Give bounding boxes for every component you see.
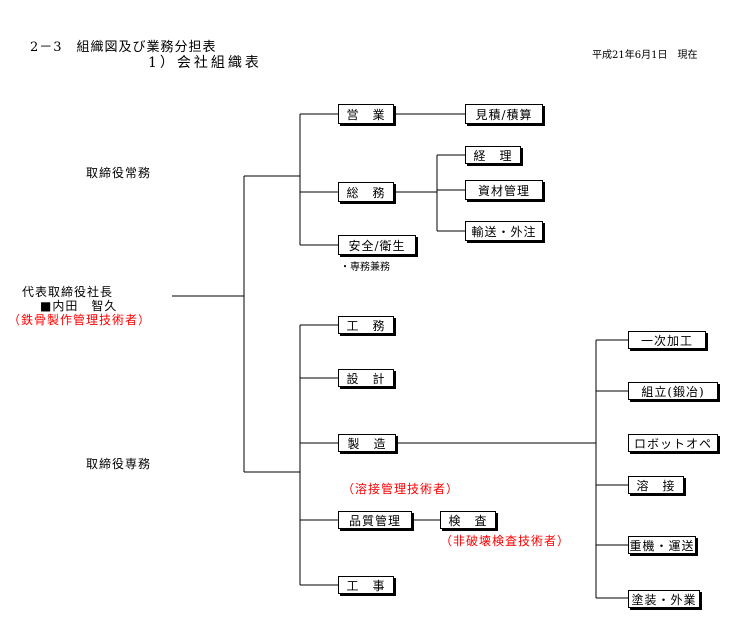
box-design: 設 計 — [338, 369, 394, 387]
ndt-engineer-note: （非破壊検査技術者） — [440, 534, 571, 548]
section-title: 2－3 組織図及び業務分担表 — [30, 40, 217, 55]
box-accounting: 経 理 — [465, 146, 521, 164]
managing-director-label: 取締役常務 — [86, 166, 152, 180]
box-transport: 輸送・外注 — [465, 221, 543, 241]
box-manufacturing: 製 造 — [338, 434, 396, 452]
president-qualification: （鉄骨製作管理技術者） — [8, 313, 152, 327]
president-name: ■内田 智久 — [40, 299, 118, 313]
president-title: 代表取締役社長 — [22, 285, 114, 299]
chart-subtitle: 1）会社組織表 — [148, 55, 262, 71]
welding-engineer-note: （溶接管理技術者） — [342, 482, 460, 496]
box-robot-operator: ロボットオペ — [628, 434, 718, 452]
box-safety: 安全/衛生 — [338, 235, 416, 255]
safety-note: ・専務兼務 — [340, 262, 390, 273]
box-estimate: 見積/積算 — [465, 104, 543, 124]
box-general-affairs: 総 務 — [338, 182, 394, 202]
box-welding: 溶 接 — [628, 476, 684, 494]
box-painting: 塗装・外業 — [628, 590, 700, 608]
box-materials: 資材管理 — [465, 180, 543, 200]
as-of-date: 平成21年6月1日 現在 — [592, 50, 698, 61]
box-heavy-transport: 重機・運送 — [628, 536, 696, 554]
box-quality-control: 品質管理 — [338, 511, 412, 529]
box-construction: 工 事 — [338, 576, 394, 594]
box-primary-processing: 一次加工 — [628, 331, 706, 349]
box-works: 工 務 — [338, 316, 394, 334]
box-sales: 営 業 — [338, 104, 394, 124]
box-inspection: 検 査 — [440, 511, 496, 529]
box-assembly: 組立(鍛冶) — [628, 382, 718, 400]
senior-director-label: 取締役専務 — [86, 457, 152, 471]
